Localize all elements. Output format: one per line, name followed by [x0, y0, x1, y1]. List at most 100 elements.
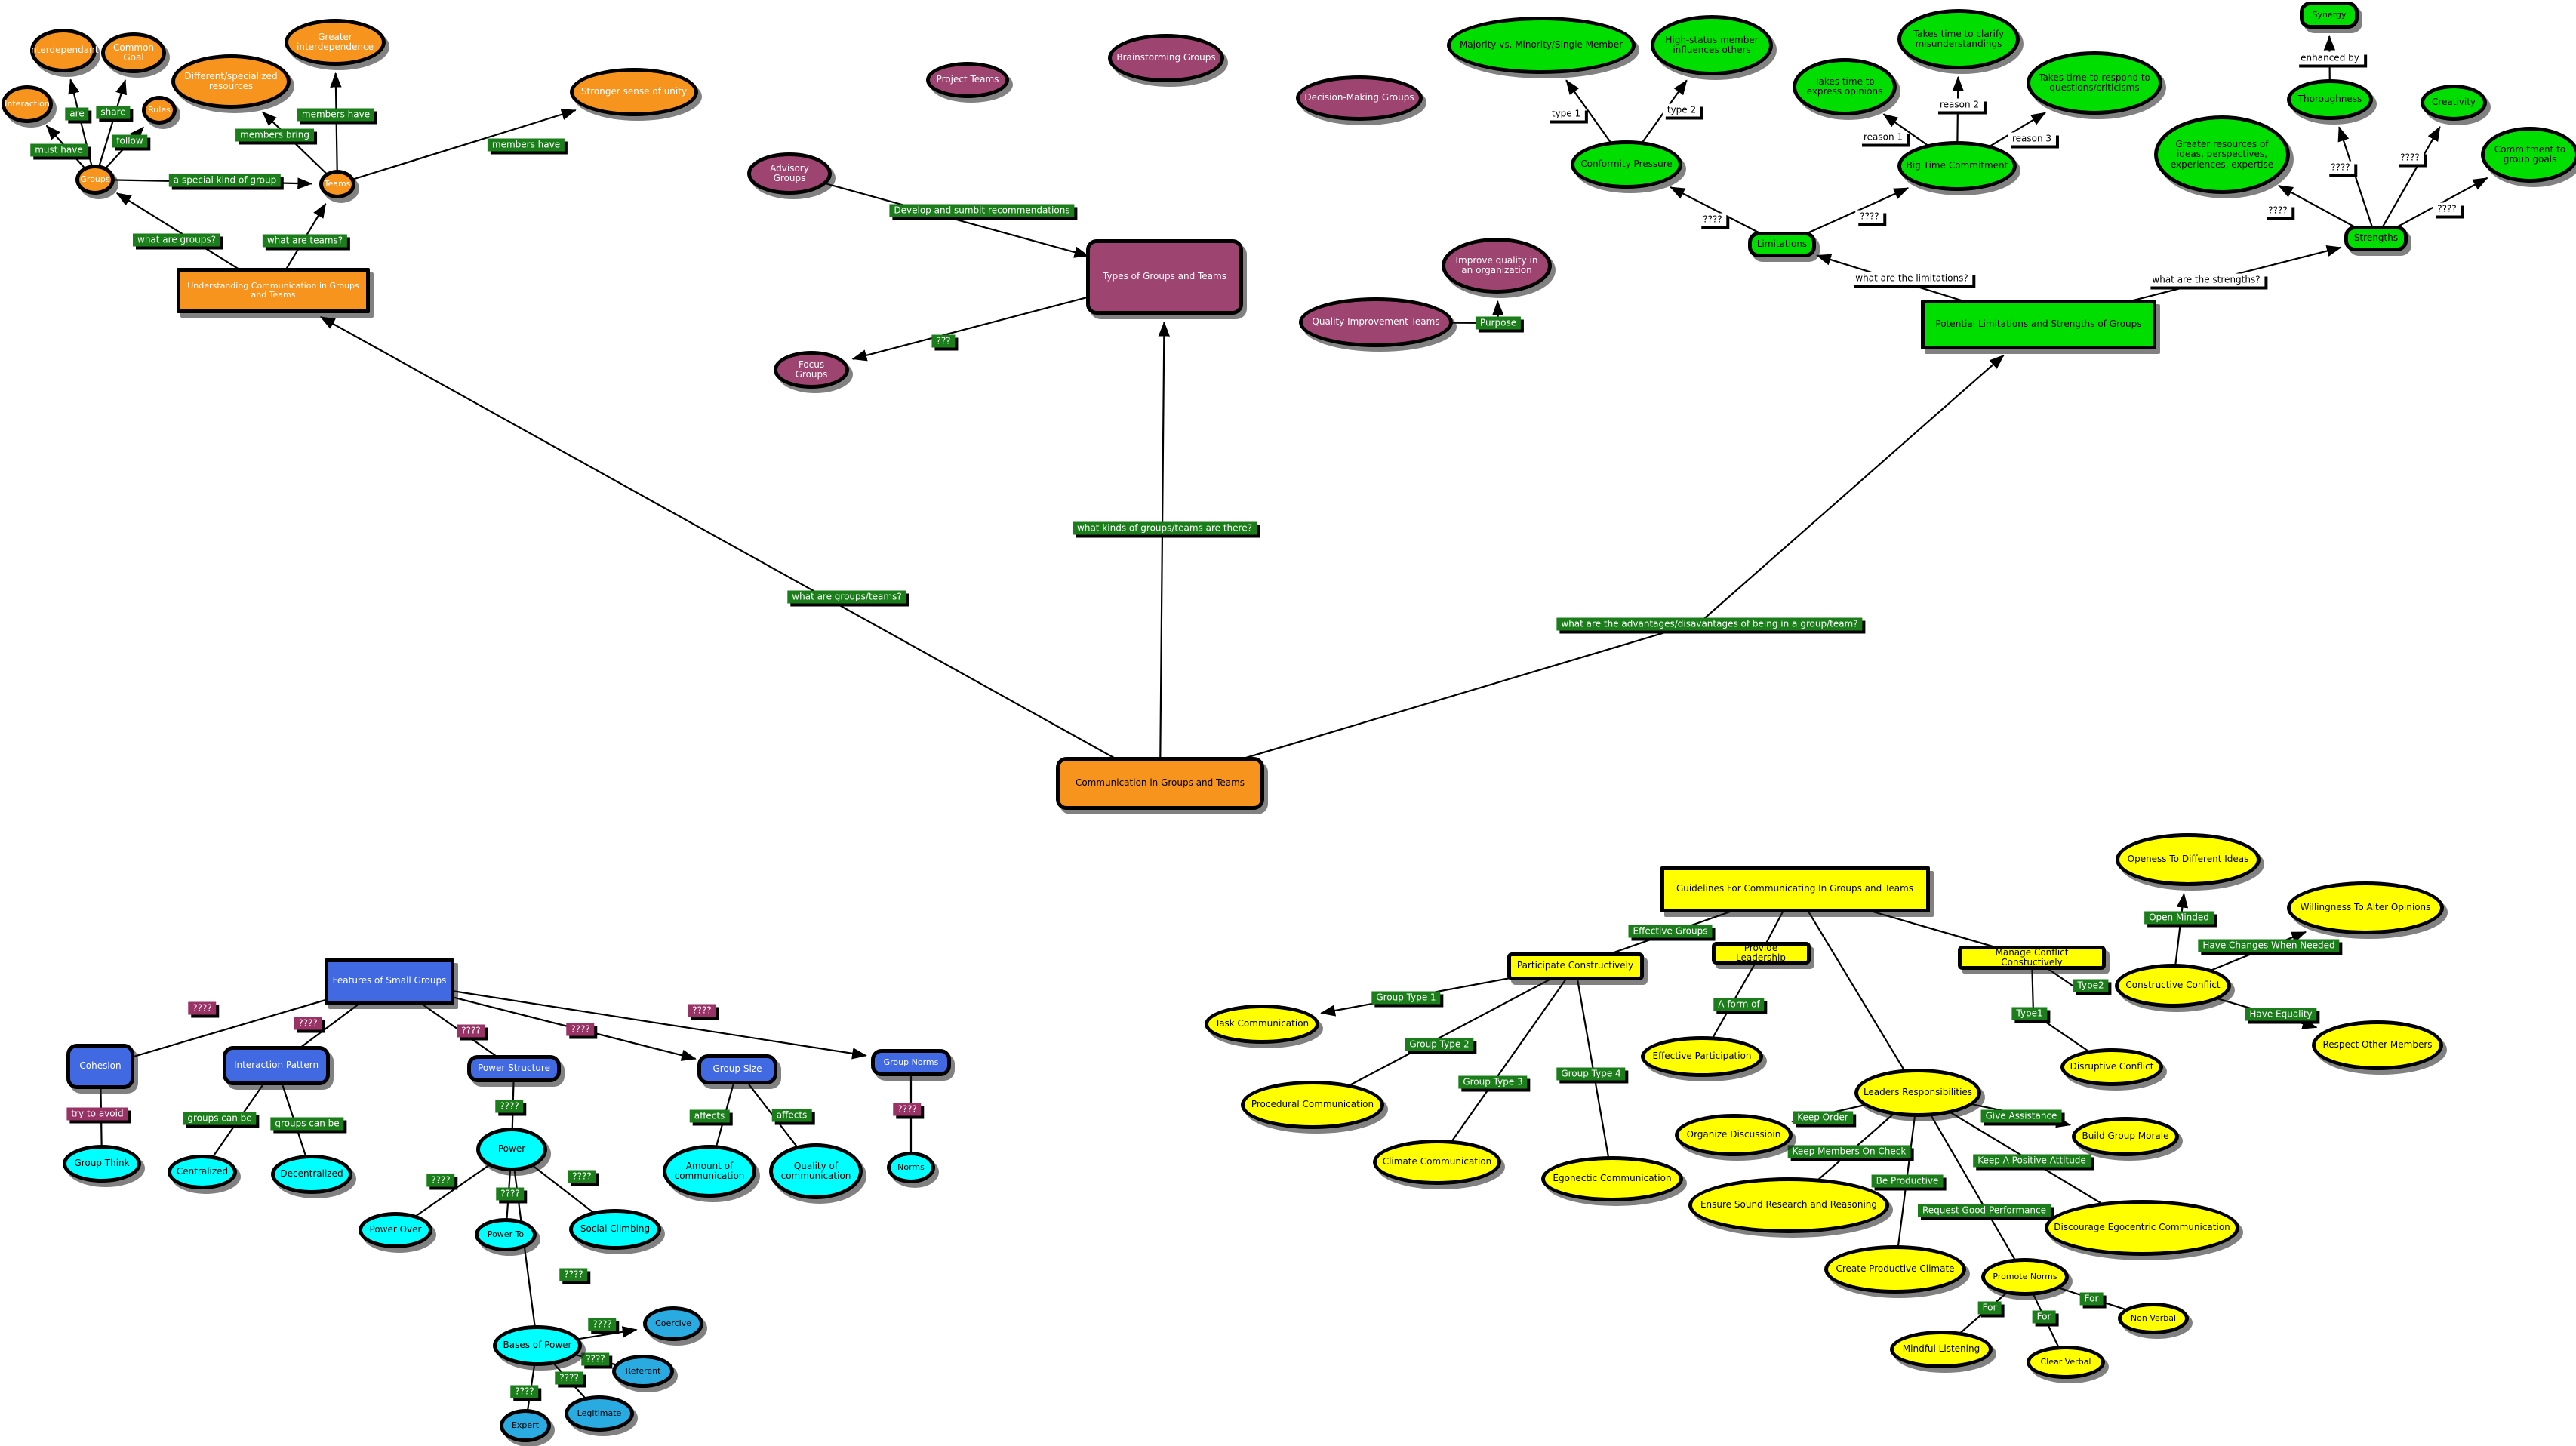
link-label-[interactable]: ???? [510, 1385, 539, 1398]
link-label-enhanced-by[interactable]: enhanced by [2296, 51, 2364, 65]
node-task-comm[interactable]: Task Communication [1205, 1005, 1319, 1044]
link-label-share[interactable]: share [96, 106, 131, 119]
node-limitations[interactable]: Limitations [1748, 232, 1816, 257]
link-label-type-2[interactable]: type 2 [1662, 103, 1701, 117]
link-label-[interactable]: ???? [555, 1371, 583, 1385]
link-label-what-are-the-limitations[interactable]: what are the limitations? [1851, 272, 1973, 285]
link-label-open-minded[interactable]: Open Minded [2144, 911, 2214, 925]
link-label-type-1[interactable]: type 1 [1547, 107, 1586, 121]
node-high-status[interactable]: High-status member influences others [1651, 15, 1773, 75]
node-power[interactable]: Power [476, 1128, 547, 1171]
link-label-[interactable]: ???? [188, 1001, 217, 1015]
node-diff-resources[interactable]: Different/specialized resources [171, 54, 291, 109]
node-power-over[interactable]: Power Over [359, 1212, 432, 1248]
node-common-goal[interactable]: Common Goal [101, 32, 166, 73]
node-creativity[interactable]: Creativity [2421, 85, 2487, 121]
node-thoroughness[interactable]: Thoroughness [2287, 79, 2373, 120]
link-label-[interactable]: ???? [566, 1023, 595, 1036]
node-effective-participation[interactable]: Effective Participation [1641, 1036, 1763, 1077]
node-disruptive[interactable]: Disruptive Conflict [2060, 1048, 2163, 1086]
node-guidelines-rect[interactable]: Guidelines For Communicating In Groups a… [1660, 866, 1930, 912]
link-label-a-special-kind-of-group[interactable]: a special kind of group [168, 174, 282, 187]
link-label-what-are-the-advantages-disavantages-of-being-in-a-group-team[interactable]: what are the advantages/disavantages of … [1556, 617, 1863, 631]
link-label-for[interactable]: For [1977, 1301, 2002, 1315]
node-build-morale[interactable]: Build Group Morale [2072, 1117, 2179, 1156]
node-willingness[interactable]: Willingness To Alter Opinions [2287, 881, 2444, 934]
link-label-members-bring[interactable]: members bring [235, 128, 314, 142]
node-mindful[interactable]: Mindful Listening [1890, 1331, 1993, 1368]
link-label-[interactable]: ???? [2433, 202, 2461, 216]
link-label-follow[interactable]: follow [112, 134, 148, 148]
link-label-[interactable]: ???? [457, 1024, 485, 1038]
link-label-a-form-of[interactable]: A form of [1713, 998, 1765, 1011]
link-label-what-kinds-of-groups-teams-are-there[interactable]: what kinds of groups/teams are there? [1073, 521, 1257, 535]
node-ensure-sound[interactable]: Ensure Sound Research and Reasoning [1688, 1177, 1889, 1233]
node-bases-of-power[interactable]: Bases of Power [493, 1325, 582, 1366]
link-label-group-type-2[interactable]: Group Type 2 [1405, 1038, 1474, 1051]
node-egonectic-comm[interactable]: Egonectic Communication [1541, 1156, 1683, 1201]
link-label-[interactable]: ???? [588, 1318, 617, 1331]
node-conformity[interactable]: Conformity Pressure [1571, 140, 1682, 189]
node-interdependant[interactable]: Interdependant [29, 29, 98, 72]
node-focus-groups[interactable]: Focus Groups [774, 351, 849, 389]
link-label-groups-can-be[interactable]: groups can be [270, 1117, 344, 1131]
link-label-be-productive[interactable]: Be Productive [1871, 1174, 1944, 1188]
link-label-[interactable]: ???? [496, 1187, 525, 1201]
link-label-group-type-3[interactable]: Group Type 3 [1458, 1075, 1528, 1089]
link-label-[interactable]: ???? [2326, 161, 2355, 174]
link-label-[interactable]: ???? [568, 1170, 596, 1183]
node-stronger-unity[interactable]: Stronger sense of unity [570, 68, 698, 116]
node-majority[interactable]: Majority vs. Minority/Single Member [1447, 17, 1636, 74]
link-label-must-have[interactable]: must have [30, 143, 88, 157]
link-label-[interactable]: ???? [426, 1174, 455, 1187]
link-label-group-type-1[interactable]: Group Type 1 [1371, 991, 1441, 1005]
node-centralized[interactable]: Centralized [168, 1155, 237, 1189]
link-label-keep-order[interactable]: Keep Order [1793, 1111, 1853, 1124]
node-create-climate[interactable]: Create Productive Climate [1824, 1245, 1966, 1294]
node-groups[interactable]: Groups [75, 165, 115, 195]
link-label-group-type-4[interactable]: Group Type 4 [1556, 1067, 1626, 1081]
link-label-for[interactable]: For [2079, 1292, 2104, 1306]
node-non-verbal[interactable]: Non Verbal [2118, 1303, 2189, 1334]
node-greater-inter[interactable]: Greater interdependence [285, 19, 386, 66]
node-coercive[interactable]: Coercive [643, 1306, 703, 1341]
node-synergy[interactable]: Synergy [2300, 2, 2359, 29]
node-commitment[interactable]: Commitment to group goals [2481, 127, 2576, 183]
link-label-affects[interactable]: affects [689, 1109, 730, 1123]
link-label-[interactable]: ???? [581, 1352, 610, 1366]
link-label-reason-3[interactable]: reason 3 [2007, 132, 2057, 146]
link-label-have-changes-when-needed[interactable]: Have Changes When Needed [2198, 939, 2340, 952]
link-label-keep-members-on-check[interactable]: Keep Members On Check [1787, 1145, 1911, 1158]
link-label-members-have[interactable]: members have [297, 108, 375, 122]
node-procedural-comm[interactable]: Procedural Communication [1241, 1081, 1384, 1129]
node-organize-discussion[interactable]: Organize Discussioin [1675, 1114, 1793, 1156]
node-respond[interactable]: Takes time to respond to questions/criti… [2027, 51, 2162, 115]
link-label-affects[interactable]: affects [771, 1109, 812, 1122]
link-label-develop-and-sumbit-recommendations[interactable]: Develop and sumbit recommendations [889, 204, 1075, 217]
link-label-[interactable]: ???? [893, 1103, 922, 1116]
link-label-reason-2[interactable]: reason 2 [1934, 98, 1984, 112]
link-label-effective-groups[interactable]: Effective Groups [1628, 925, 1713, 938]
node-participate[interactable]: Participate Constructively [1507, 952, 1644, 980]
link-label-keep-a-positive-attitude[interactable]: Keep A Positive Attitude [1973, 1154, 2091, 1168]
link-label-[interactable]: ???? [1855, 210, 1884, 223]
node-understanding-rect[interactable]: Understanding Communication in Groups an… [177, 268, 370, 313]
node-communication-rect[interactable]: Communication in Groups and Teams [1056, 757, 1264, 810]
node-clarify[interactable]: Takes time to clarify misunderstandings [1897, 9, 2020, 69]
link-label-have-equality[interactable]: Have Equality [2245, 1008, 2317, 1021]
node-power-to[interactable]: Power To [475, 1218, 537, 1251]
link-label-purpose[interactable]: Purpose [1475, 316, 1522, 330]
link-label-for[interactable]: For [2032, 1310, 2056, 1324]
node-referent[interactable]: Referent [612, 1355, 674, 1388]
node-power-structure[interactable]: Power Structure [467, 1055, 561, 1082]
link-label-groups-can-be[interactable]: groups can be [183, 1112, 257, 1125]
link-label-[interactable]: ???? [294, 1017, 322, 1030]
node-climate-comm[interactable]: Climate Communication [1373, 1140, 1501, 1185]
node-constructive[interactable]: Constructive Conflict [2115, 964, 2231, 1008]
node-qit[interactable]: Quality Improvement Teams [1299, 297, 1453, 347]
node-decision-making[interactable]: Decision-Making Groups [1296, 75, 1423, 121]
node-quality-comm[interactable]: Quality of communication [769, 1143, 863, 1199]
node-express-opinions[interactable]: Takes time to express opinions [1793, 58, 1897, 115]
node-interaction-pattern[interactable]: Interaction Pattern [223, 1046, 330, 1085]
node-improve-quality[interactable]: Improve quality in an organization [1442, 238, 1552, 294]
